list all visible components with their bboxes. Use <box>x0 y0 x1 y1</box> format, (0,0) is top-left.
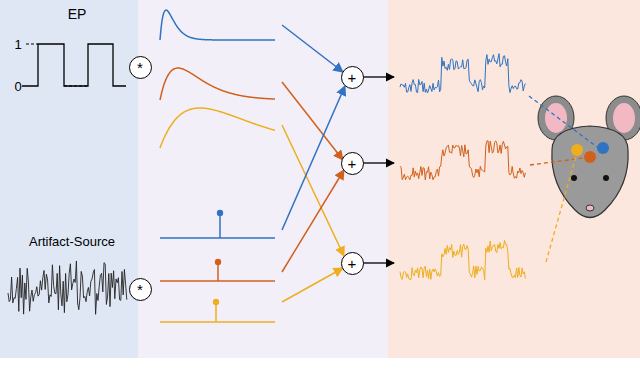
operator-symbol: + <box>348 256 357 271</box>
sum-circle: + <box>341 152 364 175</box>
operator-symbol: * <box>137 60 143 75</box>
sum-circle: + <box>341 252 364 275</box>
flow-arrow <box>282 268 343 302</box>
impulse-dot <box>213 299 219 305</box>
kernel-curve <box>160 108 275 148</box>
input-panel <box>0 0 138 358</box>
recorded-signal <box>400 240 525 279</box>
flow-arrow <box>282 82 343 160</box>
operator-symbol: + <box>348 156 357 171</box>
sum-circle: + <box>341 66 364 89</box>
impulse-dot <box>215 259 221 265</box>
convolution-circle: * <box>129 56 152 79</box>
output-panel <box>388 0 640 358</box>
impulse-baseline <box>160 237 275 239</box>
impulse-stem <box>219 213 221 238</box>
operator-symbol: + <box>348 70 357 85</box>
electrode <box>597 142 609 154</box>
electrode-leader <box>529 96 597 147</box>
level-guide <box>26 44 38 45</box>
output-arrow <box>363 162 394 163</box>
convolution-circle: * <box>129 278 152 301</box>
axis-level: 1 <box>14 38 21 51</box>
impulse-dot <box>217 210 223 216</box>
recorded-signal <box>400 54 525 93</box>
signal-name: EP <box>68 7 87 21</box>
kernel-curve <box>160 68 275 100</box>
flow-arrow <box>282 125 344 256</box>
ep-square-wave <box>22 44 126 86</box>
flow-arrow <box>282 170 344 272</box>
impulse-baseline <box>160 321 275 323</box>
flow-arrow <box>282 86 345 230</box>
electrode-leader <box>530 158 584 165</box>
axis-level: 0 <box>14 80 21 93</box>
electrode <box>571 144 583 156</box>
level-guide <box>64 86 88 87</box>
flow-arrow <box>282 25 343 72</box>
electrode-leader <box>546 156 576 262</box>
artifact-signal <box>8 261 127 314</box>
signal-name: Artifact-Source <box>29 235 115 248</box>
electrode <box>584 151 596 163</box>
recorded-signal <box>400 141 525 180</box>
output-arrow <box>363 262 394 263</box>
output-arrow <box>363 76 394 77</box>
kernel-panel <box>138 0 388 358</box>
kernel-curve <box>160 10 275 40</box>
operator-symbol: * <box>137 282 143 297</box>
